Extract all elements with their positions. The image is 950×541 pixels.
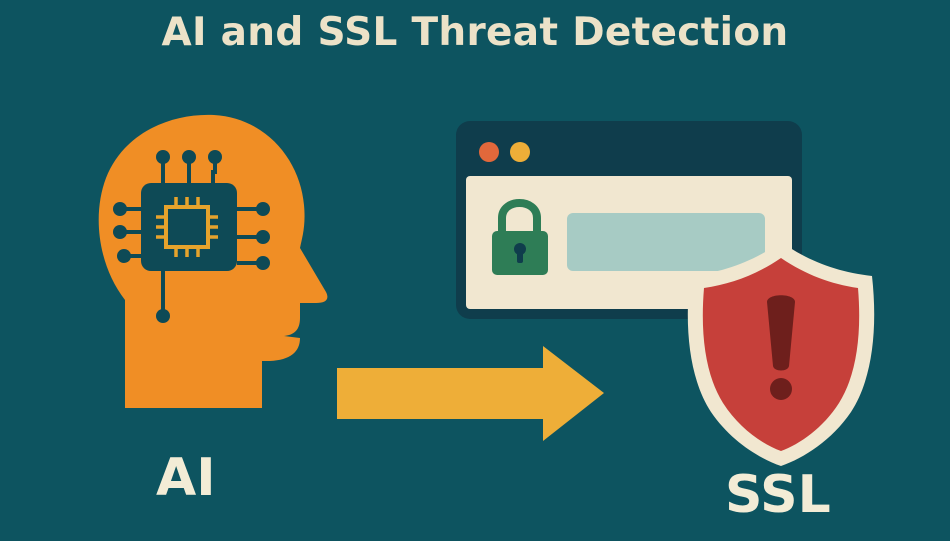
ai-head-icon [98,114,328,408]
ssl-label: SSL [725,465,831,525]
exclamation-bar [767,295,795,371]
circuit-nodes [113,150,270,323]
exclamation-dot [770,378,792,400]
window-dot-red [479,142,499,162]
ai-label: AI [156,448,216,508]
diagram-title: AI and SSL Threat Detection [161,10,789,55]
address-bar [567,213,765,271]
right-arrow-icon [337,346,604,441]
chip-core-pins [156,197,218,257]
chip-body [141,183,237,271]
padlock-icon [492,199,548,275]
window-dot-yellow [510,142,530,162]
warning-shield-icon [687,242,875,466]
